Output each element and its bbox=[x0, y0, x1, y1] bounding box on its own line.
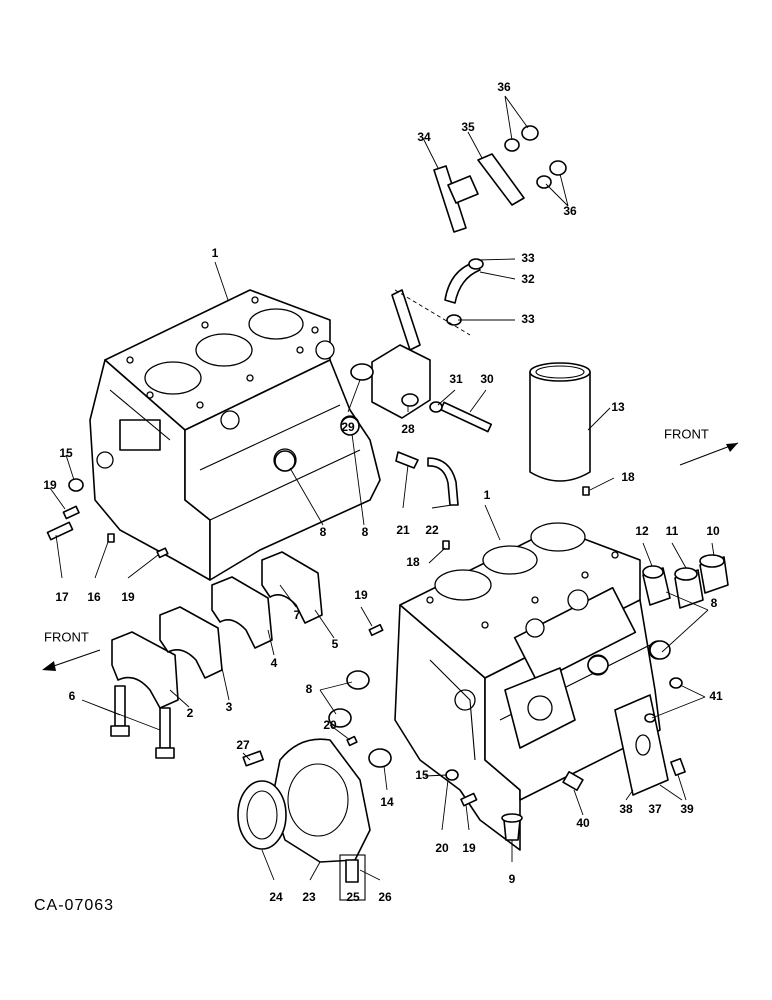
callout-9: 9 bbox=[509, 872, 516, 886]
main-bearing-caps bbox=[110, 551, 323, 759]
callout-6: 6 bbox=[69, 689, 76, 703]
callout-13: 13 bbox=[611, 400, 625, 414]
callout-26: 26 bbox=[378, 890, 392, 904]
callout-12: 12 bbox=[635, 524, 649, 538]
callout-33a: 33 bbox=[521, 251, 535, 265]
callout-19c: 19 bbox=[354, 588, 368, 602]
callout-19d: 19 bbox=[462, 841, 476, 855]
callout-36b: 36 bbox=[563, 204, 577, 218]
front-label-right: FRONT bbox=[664, 426, 709, 441]
callout-20b: 20 bbox=[435, 841, 449, 855]
cylinder-liner bbox=[529, 362, 591, 482]
callout-21: 21 bbox=[396, 523, 410, 537]
front-arrow-right bbox=[679, 442, 739, 466]
front-label-left: FRONT bbox=[44, 629, 89, 644]
callout-3: 3 bbox=[226, 700, 233, 714]
front-arrow-left bbox=[42, 649, 101, 671]
fastener-group-top bbox=[433, 125, 567, 233]
callout-18a: 18 bbox=[621, 470, 635, 484]
callout-15a: 15 bbox=[59, 446, 73, 460]
callout-8b: 8 bbox=[362, 525, 369, 539]
callout-28: 28 bbox=[401, 422, 415, 436]
callout-2: 2 bbox=[187, 706, 194, 720]
callout-19b: 19 bbox=[121, 590, 135, 604]
callout-39: 39 bbox=[680, 802, 694, 816]
callout-29: 29 bbox=[341, 420, 355, 434]
leader-lines bbox=[49, 95, 715, 881]
callout-27: 27 bbox=[236, 738, 250, 752]
callout-30: 30 bbox=[480, 372, 494, 386]
callout-41: 41 bbox=[709, 689, 723, 703]
oil-tube bbox=[395, 451, 459, 506]
camshaft-bushings bbox=[642, 554, 729, 609]
expansion-plugs-left bbox=[274, 416, 360, 472]
callout-37: 37 bbox=[648, 802, 662, 816]
callout-8a: 8 bbox=[320, 525, 327, 539]
callout-40: 40 bbox=[576, 816, 590, 830]
left-cylinder-block bbox=[89, 289, 381, 581]
breather-assembly bbox=[350, 258, 493, 433]
callout-23: 23 bbox=[302, 890, 316, 904]
callout-16: 16 bbox=[87, 590, 101, 604]
rear-seal-housing bbox=[237, 738, 371, 901]
callout-8c: 8 bbox=[711, 596, 718, 610]
expansion-plugs-right bbox=[328, 640, 671, 768]
callout-24: 24 bbox=[269, 890, 283, 904]
callout-5: 5 bbox=[332, 637, 339, 651]
callout-36a: 36 bbox=[497, 80, 511, 94]
callout-19a: 19 bbox=[43, 478, 57, 492]
right-cylinder-block bbox=[394, 522, 668, 851]
callout-4: 4 bbox=[271, 656, 278, 670]
callout-31: 31 bbox=[449, 372, 463, 386]
callout-35: 35 bbox=[461, 120, 475, 134]
callout-17: 17 bbox=[55, 590, 69, 604]
callout-14: 14 bbox=[380, 795, 394, 809]
callout-labels: 1 1 2 3 4 5 6 7 8 8 8 8 9 10 11 12 13 14… bbox=[43, 80, 723, 904]
misc-right-parts bbox=[346, 486, 686, 841]
callout-15b: 15 bbox=[415, 768, 429, 782]
dowel-pins-left bbox=[46, 478, 384, 637]
callout-11: 11 bbox=[666, 524, 679, 538]
callout-22: 22 bbox=[425, 523, 439, 537]
callout-33b: 33 bbox=[521, 312, 535, 326]
drawing-code: CA-07063 bbox=[34, 897, 114, 914]
callout-1a: 1 bbox=[212, 246, 219, 260]
callout-10: 10 bbox=[706, 524, 720, 538]
callout-8d: 8 bbox=[306, 682, 313, 696]
callout-7: 7 bbox=[294, 608, 301, 622]
callout-20a: 20 bbox=[323, 718, 337, 732]
callout-38: 38 bbox=[619, 802, 633, 816]
callout-1b: 1 bbox=[484, 488, 491, 502]
callout-18b: 18 bbox=[406, 555, 420, 569]
callout-32: 32 bbox=[521, 272, 535, 286]
callout-34: 34 bbox=[417, 130, 431, 144]
callout-25: 25 bbox=[346, 890, 360, 904]
